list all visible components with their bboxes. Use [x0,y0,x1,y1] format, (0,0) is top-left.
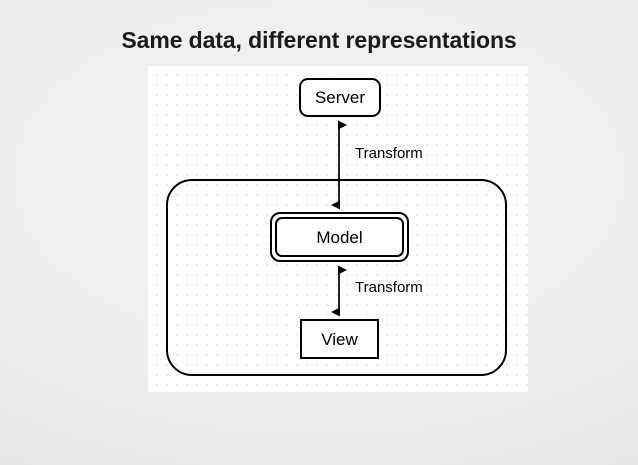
page-title: Same data, different representations [121,27,517,53]
diagram-node-model[interactable]: Model [270,212,409,262]
diagram-node-model-label: Model [316,227,363,247]
diagram-node-server-label: Server [314,88,366,107]
diagram-node-view-label: View [321,329,358,349]
diagram-edge-model-view-label: Transform [355,279,423,296]
diagram-edge-server-model-arrow [331,120,347,210]
diagram-canvas: Server Transform Model [148,66,528,392]
diagram-node-view[interactable]: View [300,319,379,359]
diagram-node-server[interactable]: Server [299,78,381,117]
diagram-node-model-inner: Model [275,217,404,257]
diagram-edge-server-model-label: Transform [355,145,423,162]
diagram-edge-model-view-arrow [331,265,347,317]
